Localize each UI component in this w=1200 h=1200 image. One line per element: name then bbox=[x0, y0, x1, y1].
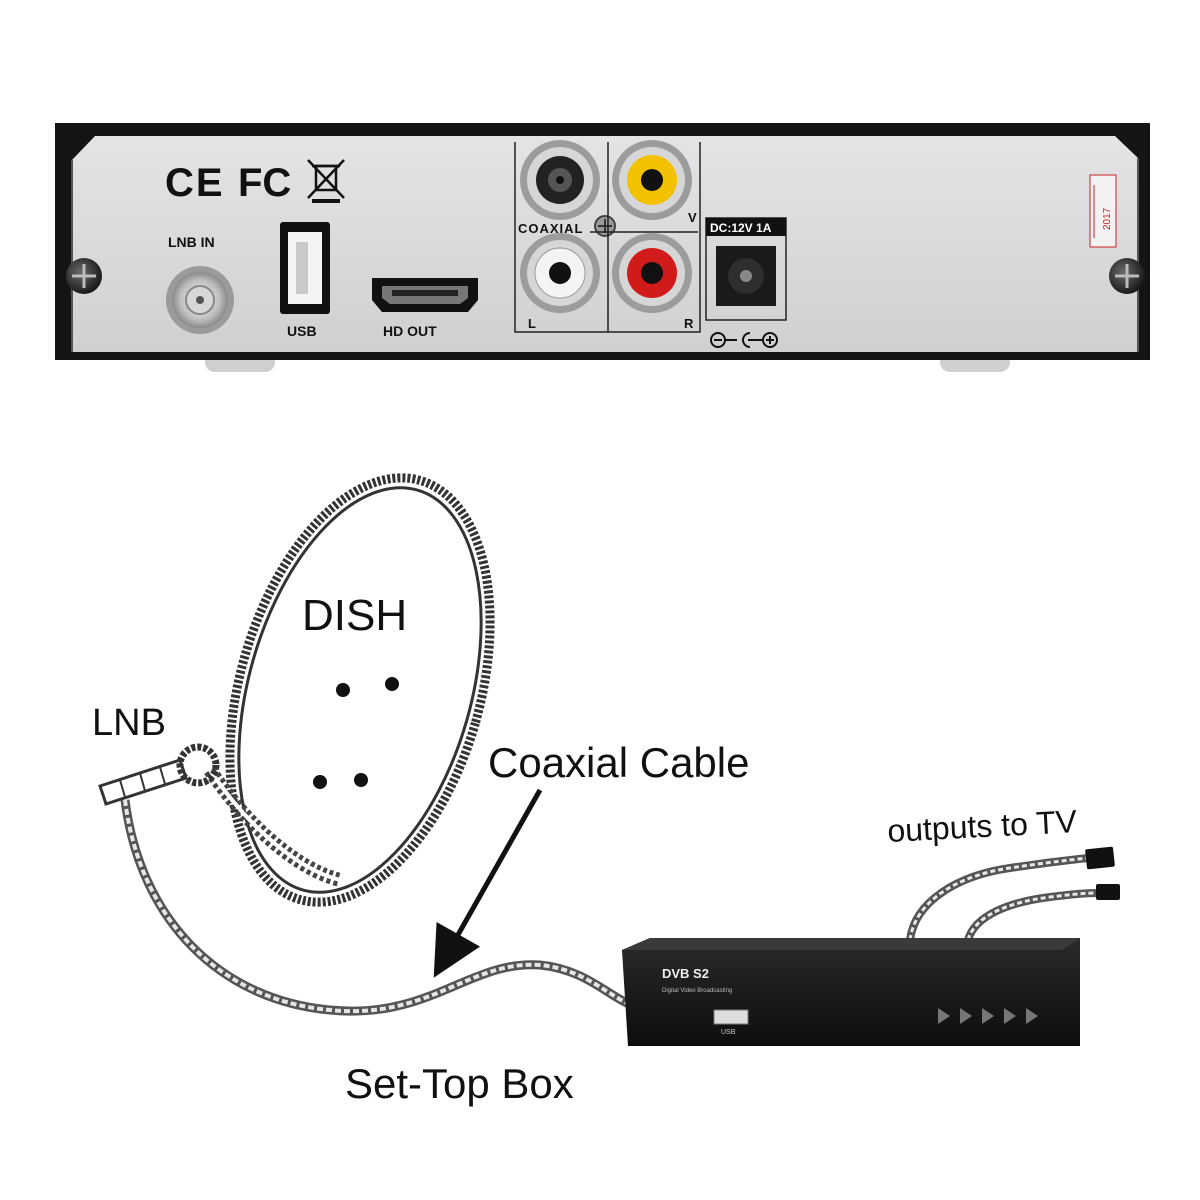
audio-left-jack bbox=[520, 233, 600, 313]
lnb-icon bbox=[98, 743, 220, 806]
audio-right-label: R bbox=[684, 316, 694, 331]
dish-icon bbox=[225, 473, 495, 907]
dc-in-label: DC:12V 1A bbox=[710, 221, 772, 235]
video-jack bbox=[612, 140, 692, 220]
outputs-label: outputs to TV bbox=[886, 803, 1078, 849]
screw-right-icon bbox=[1109, 258, 1145, 294]
box-logo-sub: Digital Video Broadcasting bbox=[662, 988, 732, 994]
tv-output-cables bbox=[906, 854, 1099, 942]
ce-mark: CE bbox=[165, 161, 225, 205]
panel-face bbox=[72, 136, 1138, 352]
lnb-label: LNB bbox=[92, 702, 166, 744]
video-label: V bbox=[688, 210, 697, 225]
screw-center-icon bbox=[594, 215, 616, 237]
rear-panel: CE FC LNB IN USB HD O bbox=[55, 123, 1150, 372]
coaxial-jack bbox=[520, 140, 600, 220]
polarity-icon bbox=[710, 332, 778, 348]
box-usb-port bbox=[713, 1009, 749, 1025]
usb-port bbox=[280, 222, 330, 314]
hd-out-label: HD OUT bbox=[383, 323, 437, 339]
connection-diagram: DVB S2 Digital Video Broadcasting USB DI… bbox=[92, 473, 1120, 1107]
box-logo: DVB S2 bbox=[662, 966, 709, 981]
dish-label: DISH bbox=[302, 591, 407, 640]
cable-arrow bbox=[433, 788, 543, 978]
hdmi-port bbox=[372, 278, 478, 312]
dc-in-block: DC:12V 1A bbox=[705, 217, 787, 321]
coaxial-cable bbox=[120, 799, 642, 1016]
set-top-box-icon: DVB S2 Digital Video Broadcasting USB bbox=[622, 938, 1080, 1046]
coaxial-cable-label: Coaxial Cable bbox=[488, 739, 749, 786]
set-top-box-label: Set-Top Box bbox=[345, 1060, 574, 1107]
weee-bin-icon bbox=[307, 159, 345, 203]
lnb-in-label: LNB IN bbox=[168, 234, 215, 250]
serial-sticker: 2017 bbox=[1089, 174, 1117, 248]
box-usb-label: USB bbox=[721, 1029, 736, 1036]
fcc-mark: FC bbox=[238, 161, 291, 205]
coaxial-label: COAXIAL bbox=[518, 221, 584, 236]
usb-label: USB bbox=[287, 323, 317, 339]
box-buttons bbox=[938, 1008, 1038, 1024]
rca-plug-icon bbox=[1085, 846, 1120, 900]
sticker-year: 2017 bbox=[1102, 207, 1113, 230]
lnb-in-port bbox=[166, 266, 234, 334]
av-block bbox=[514, 142, 701, 333]
audio-right-jack bbox=[612, 233, 692, 313]
audio-left-label: L bbox=[528, 316, 536, 331]
dish-arm bbox=[204, 766, 342, 887]
screw-left-icon bbox=[66, 258, 102, 294]
